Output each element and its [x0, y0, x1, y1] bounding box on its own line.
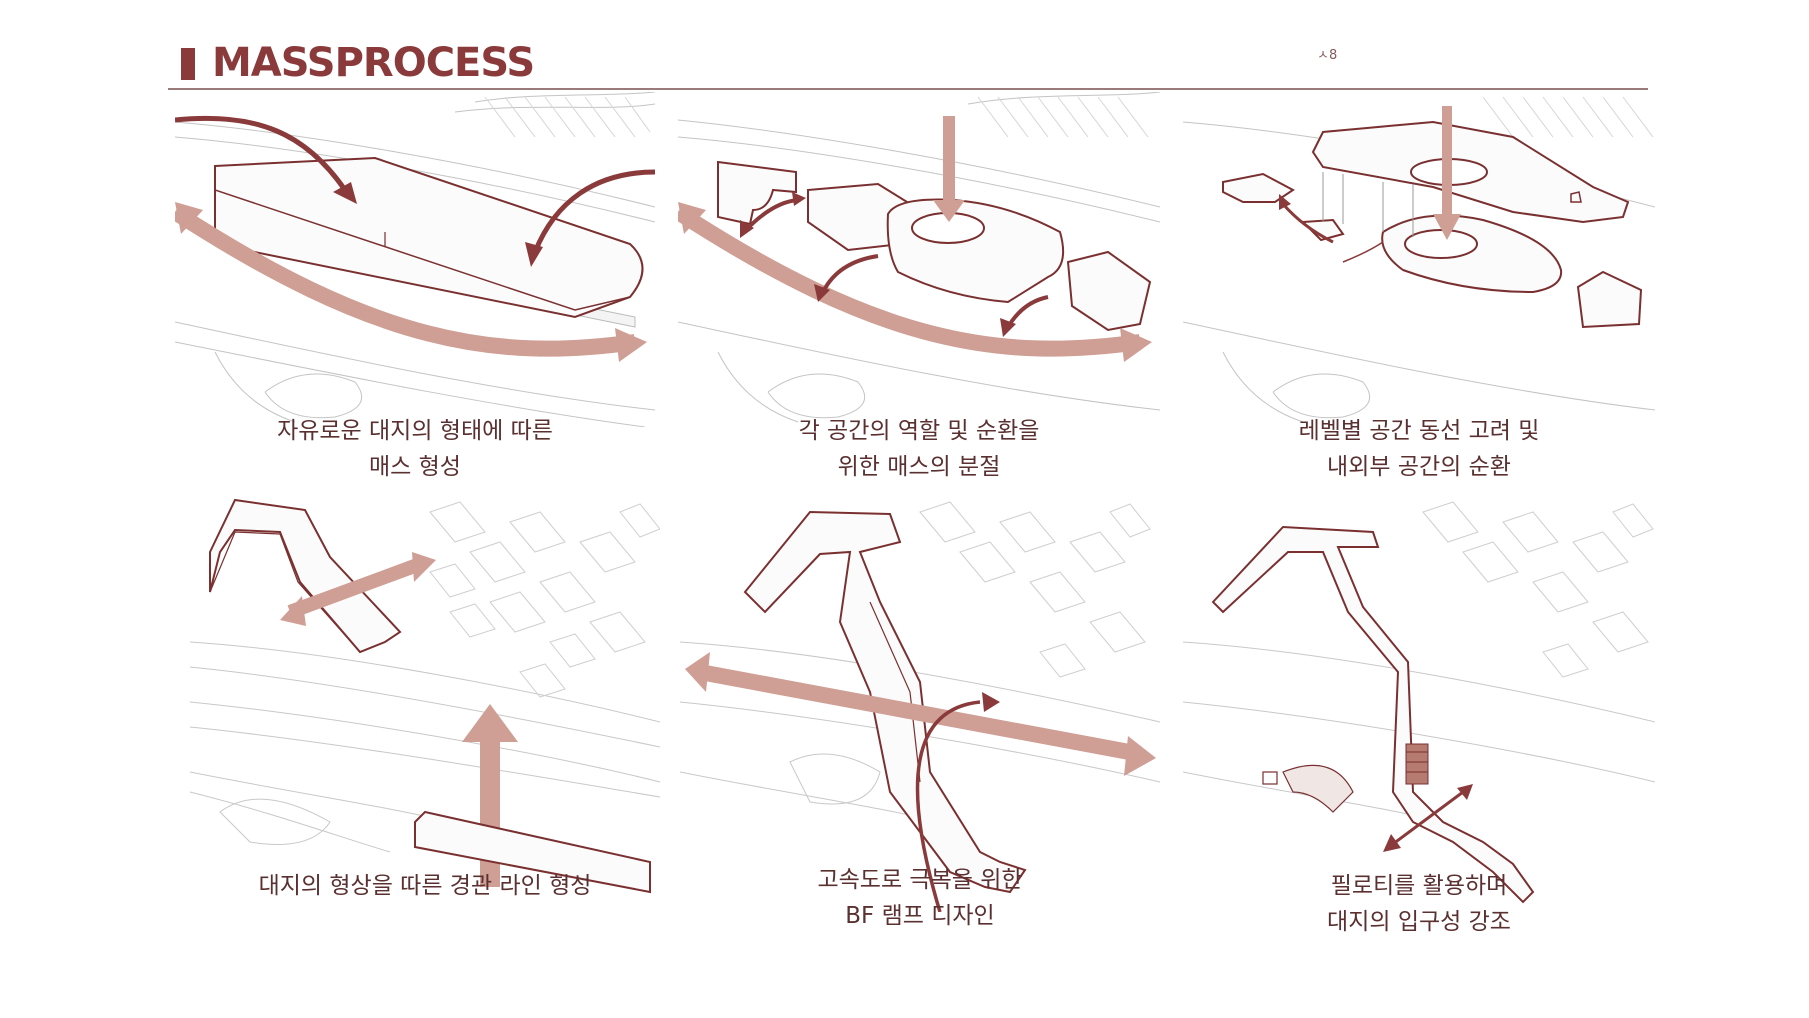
- step-caption-1: 자유로운 대지의 형태에 따른 매스 형성: [175, 413, 655, 485]
- step-caption-4: 대지의 형상을 따른 경관 라인 형성: [190, 868, 660, 904]
- title-marker: [181, 48, 195, 80]
- step-caption-3-line2: 내외부 공간의 순환: [1327, 454, 1511, 480]
- step-caption-2: 각 공간의 역할 및 순환을 위한 매스의 분절: [678, 413, 1160, 485]
- diagram-panel-6: [1183, 492, 1655, 912]
- step-caption-6-line1: 필로티를 활용하며: [1330, 873, 1508, 899]
- diagram-panel-2: [678, 92, 1160, 427]
- diagram-panel-1: [175, 92, 655, 427]
- title-divider: [168, 88, 1648, 90]
- step-caption-2-line2: 위한 매스의 분절: [837, 454, 1001, 480]
- diagram-panel-3: [1183, 92, 1655, 427]
- step-caption-6-line2: 대지의 입구성 강조: [1327, 909, 1511, 935]
- diagram-panel-5: [680, 492, 1160, 912]
- step-caption-6: 필로티를 활용하며 대지의 입구성 강조: [1183, 868, 1655, 940]
- step-caption-5-line1: 고속도로 극복을 위한: [817, 867, 1023, 893]
- step-caption-1-line1: 자유로운 대지의 형태에 따른: [277, 418, 553, 444]
- step-caption-5-line2: BF 램프 디자인: [845, 903, 995, 929]
- step-caption-3-line1: 레벨별 공간 동선 고려 및: [1298, 418, 1540, 444]
- step-caption-5: 고속도로 극복을 위한 BF 램프 디자인: [680, 862, 1160, 934]
- page-title: MASSPROCESS: [212, 40, 535, 86]
- step-caption-3: 레벨별 공간 동선 고려 및 내외부 공간의 순환: [1183, 413, 1655, 485]
- step-caption-2-line1: 각 공간의 역할 및 순환을: [798, 418, 1040, 444]
- step-caption-4-line1: 대지의 형상을 따른 경관 라인 형성: [258, 873, 592, 899]
- corner-mark: ㅅ8: [1317, 48, 1338, 63]
- diagram-panel-4: [190, 492, 660, 912]
- step-caption-1-line2: 매스 형성: [369, 454, 461, 480]
